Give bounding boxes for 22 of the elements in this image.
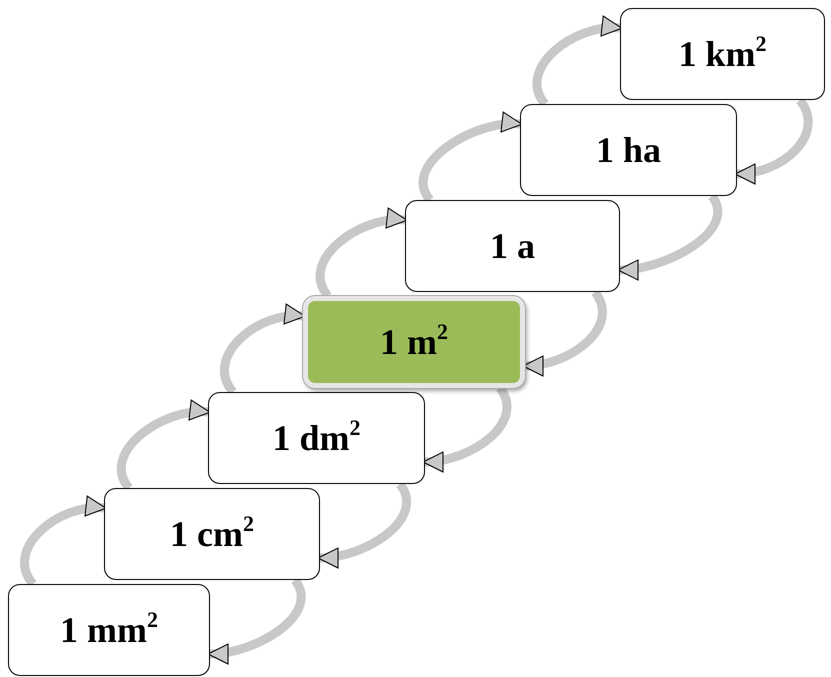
unit-label: 1 m$^{2}$	[380, 321, 448, 363]
unit-label: 1 dm$^{2}$	[272, 417, 360, 459]
curved-arrow	[618, 194, 722, 280]
curved-arrow	[532, 17, 622, 106]
unit-label: 1 km$^{2}$	[678, 33, 766, 75]
curved-arrow	[734, 98, 812, 184]
curved-arrow	[318, 482, 411, 568]
curved-arrow	[20, 497, 106, 586]
unit-box	[405, 200, 620, 292]
unit-box	[520, 104, 737, 196]
curved-arrow	[116, 401, 210, 490]
unit-box	[208, 392, 425, 484]
unit-label: 1 a	[490, 225, 535, 267]
unit-box	[8, 584, 210, 676]
curved-arrow	[418, 113, 522, 202]
unit-label: 1 cm$^{2}$	[170, 513, 254, 555]
unit-label: 1 mm$^{2}$	[60, 609, 158, 651]
unit-box	[620, 8, 825, 100]
unit-box	[104, 488, 320, 580]
unit-box	[303, 296, 525, 388]
curved-arrow	[208, 578, 306, 664]
unit-label: 1 ha	[596, 129, 662, 171]
